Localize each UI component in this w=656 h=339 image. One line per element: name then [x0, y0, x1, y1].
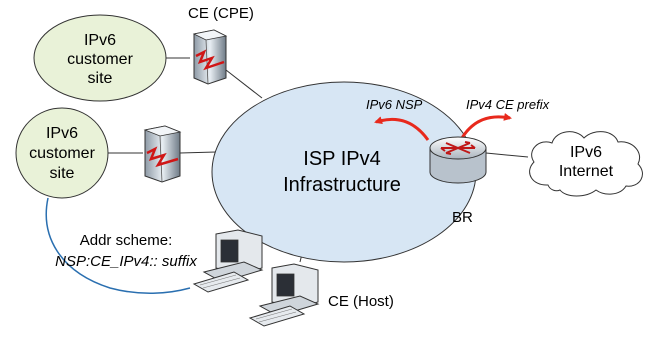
server-icon [192, 29, 228, 85]
internet-label-line2: Internet [559, 163, 614, 180]
ipv6-customer-site-left [15, 107, 109, 199]
link-br-internet [485, 152, 529, 158]
link-cpe-isp [225, 69, 263, 99]
ce-host-label: CE (Host) [328, 293, 394, 310]
ipv6-customer-site-top [33, 14, 167, 102]
ce-cpe-label: CE (CPE) [188, 5, 254, 22]
router-icon [429, 136, 487, 184]
addr-scheme-title: Addr scheme: [80, 232, 173, 249]
site-left-line1: IPv6 [46, 125, 78, 142]
br-label: BR [452, 209, 473, 226]
link-cpe2-isp [179, 151, 217, 154]
addr-scheme-value: NSP:CE_IPv4:: suffix [55, 253, 197, 270]
ce-prefix-arrow-label: IPv4 CE prefix [466, 97, 550, 112]
isp-label-line1: ISP IPv4 [303, 148, 380, 170]
site-left-line2: customer [29, 145, 95, 162]
server-icon [143, 125, 182, 183]
site-top-line3: site [88, 70, 113, 87]
addr-scheme-curve [45, 197, 191, 294]
computer-icon [192, 229, 264, 293]
nsp-arrow [374, 116, 430, 141]
site-left-line3: site [50, 165, 75, 182]
ce-prefix-arrow [460, 112, 512, 139]
site-top-line1: IPv6 [84, 32, 116, 49]
site-top-line2: customer [67, 51, 133, 68]
nsp-arrow-label: IPv6 NSP [366, 97, 423, 112]
computer-icon [248, 263, 320, 327]
cloud-icon [529, 131, 643, 197]
isp-label-line2: Infrastructure [283, 174, 401, 196]
internet-label-line1: IPv6 [570, 144, 602, 161]
